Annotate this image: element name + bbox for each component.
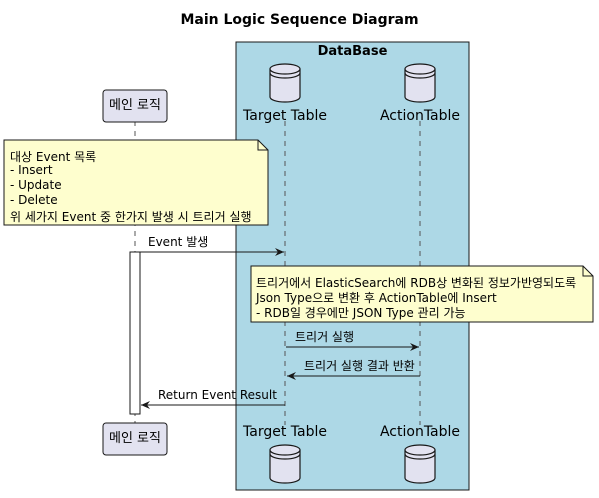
note-right-line: Json Type으로 변환 후 ActionTable에 Insert	[256, 291, 497, 305]
participant-main-label-top: 메인 로직	[109, 98, 161, 113]
diagram-title: Main Logic Sequence Diagram	[180, 12, 419, 28]
participant-action-label-bottom: ActionTable	[379, 424, 461, 440]
participant-main-label-bottom: 메인 로직	[109, 431, 161, 446]
note-left-line: - Insert	[10, 163, 53, 177]
note-right-shape	[250, 265, 594, 323]
message-trigger-result-label: 트리거 실행 결과 반환	[304, 359, 415, 373]
note-left-line: - Update	[10, 178, 62, 192]
participant-main-bottom	[102, 422, 168, 456]
database-icon	[269, 63, 301, 103]
note-right-line: - RDB일 경우에만 JSON Type 관리 가능	[256, 306, 466, 320]
participant-target-label-top: Target Table	[243, 108, 327, 124]
activation-bar	[129, 251, 141, 415]
participant-target-label-bottom: Target Table	[243, 424, 327, 440]
note-left-line: - Delete	[10, 193, 58, 207]
database-box-label: DataBase	[317, 44, 388, 59]
note-right-line: 트리거에서 ElasticSearch에 RDB상 변화된 정보가반영되도록	[256, 276, 577, 290]
database-icon	[269, 444, 301, 484]
note-left-fold	[257, 140, 268, 151]
message-event-label: Event 발생	[148, 235, 209, 249]
note-left-line: 대상 Event 목록	[10, 150, 97, 164]
note-left-shape	[3, 139, 269, 226]
participant-main-top	[102, 89, 168, 123]
database-icon	[404, 63, 436, 103]
participant-action-label-top: ActionTable	[379, 108, 461, 124]
note-left-line: 위 세가지 Event 중 한가지 발생 시 트리거 실행	[10, 210, 252, 224]
message-return-label: Return Event Result	[158, 388, 277, 402]
database-icon	[404, 444, 436, 484]
message-trigger-run-label: 트리거 실행	[295, 330, 355, 344]
note-right-fold	[582, 266, 593, 277]
